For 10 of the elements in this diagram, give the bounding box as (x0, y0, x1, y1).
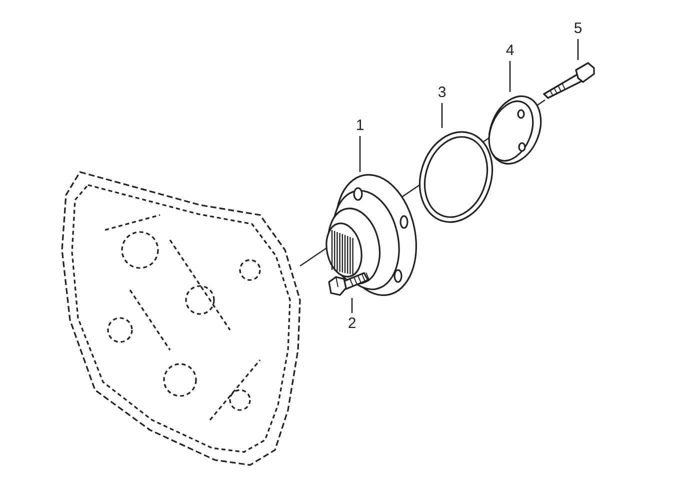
callout-number: 5 (571, 20, 585, 37)
leader-line (509, 61, 511, 92)
callout-number: 4 (503, 42, 517, 59)
callout-number: 2 (345, 315, 359, 332)
leader-line (441, 103, 443, 128)
leader-line (351, 298, 353, 313)
leader-line (577, 39, 579, 60)
leader-line (359, 136, 361, 172)
callout-number: 3 (435, 84, 449, 101)
callout-number: 1 (353, 117, 367, 134)
